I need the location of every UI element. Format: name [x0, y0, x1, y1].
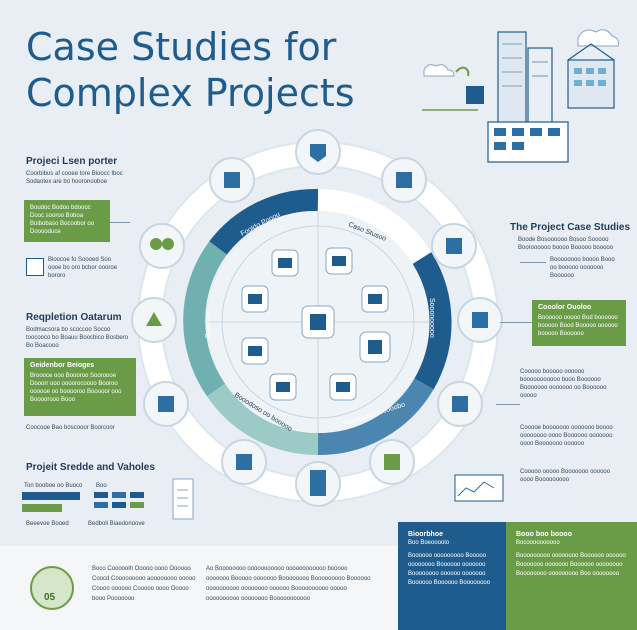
right-text-1: Boooooooo boooo Booo oo booooo ooooooo B…	[550, 257, 615, 279]
left-heading-1-text: Coorbibus af cooee tore Bioocc Iboc Soda…	[26, 171, 123, 185]
right-heading-text: Boode Bosoooooo Bosoo Sooooo Booroooooo …	[518, 237, 614, 251]
ring-label-right: Sooonooooo	[428, 298, 435, 338]
ring-label-left: Booooo	[205, 314, 212, 338]
left-heading-2-text: Bodmacsora bo scoccoo Socoo toocooco bo …	[26, 327, 129, 349]
gear-badge-icon: 05	[30, 566, 74, 610]
bottom-col-1: Boco Cooooolh Ooooo oooo Oooooo Coocd Co…	[92, 566, 196, 602]
left-heading-3: Projeit Sredde and Vaholes	[26, 462, 155, 473]
left-icon-note: Bloocoe fo Soooed Soo oooe bo oro bcbor …	[48, 257, 118, 279]
left-green-box-2: Geidenbor Beioges Broooce ooo Boooroo So…	[24, 358, 136, 416]
document-icon	[26, 258, 44, 276]
building-illustration	[422, 29, 619, 163]
chart-label-c: Beeevoe Booed	[26, 521, 69, 527]
chart-screen-icon	[454, 474, 504, 502]
right-green-box: Cooolor Ouoloo Boooooo ooooo Bod boooooo…	[532, 300, 626, 346]
chart-label-a: Ton booboe oo Buoco	[24, 483, 83, 489]
bottom-green-panel: Booo boo boooo Bocoooooooooo Booooooooo …	[506, 522, 637, 630]
left-green-box-1: Boudoc Bodoo bdoooc Dooc sooroo Boboa Bo…	[24, 200, 110, 242]
case-study-ring-diagram: Fooldo Pooou Caso Stusoo Sooonooooo Pelo…	[131, 129, 503, 507]
bar-table-icon	[22, 492, 144, 512]
left-heading-2: Reqpletion Oatarum	[26, 312, 122, 323]
clipboard-icon	[172, 478, 194, 520]
chart-label-b: Boo	[96, 483, 107, 489]
left-green-box-2-footer: Coocooe Bao boscooor Boorcoor	[26, 425, 115, 431]
bottom-blue-panel: Bioorbhoe Boo Boeoooolo Boooooo oooooooo…	[398, 522, 506, 630]
right-text-3: Cooooe booooooo ooooooo boooo oooooooo o…	[520, 425, 613, 447]
page-title: Case Studies for Complex Projects	[26, 25, 355, 115]
left-heading-1: Projeci Lsen porter	[26, 156, 118, 167]
right-heading: The Project Case Studies	[510, 222, 631, 233]
right-text-2: Cooooo booooo oooooo booooooooooo booo B…	[520, 369, 607, 399]
chart-label-d: Bedboli Biaedonoove	[88, 521, 145, 527]
bottom-col-2: Ao Boooooooo ooooooooooo oooooooooooo bo…	[206, 566, 371, 602]
right-text-4: Cooooo ooooo Booooooo oooooo oooo Booooo…	[520, 469, 611, 483]
